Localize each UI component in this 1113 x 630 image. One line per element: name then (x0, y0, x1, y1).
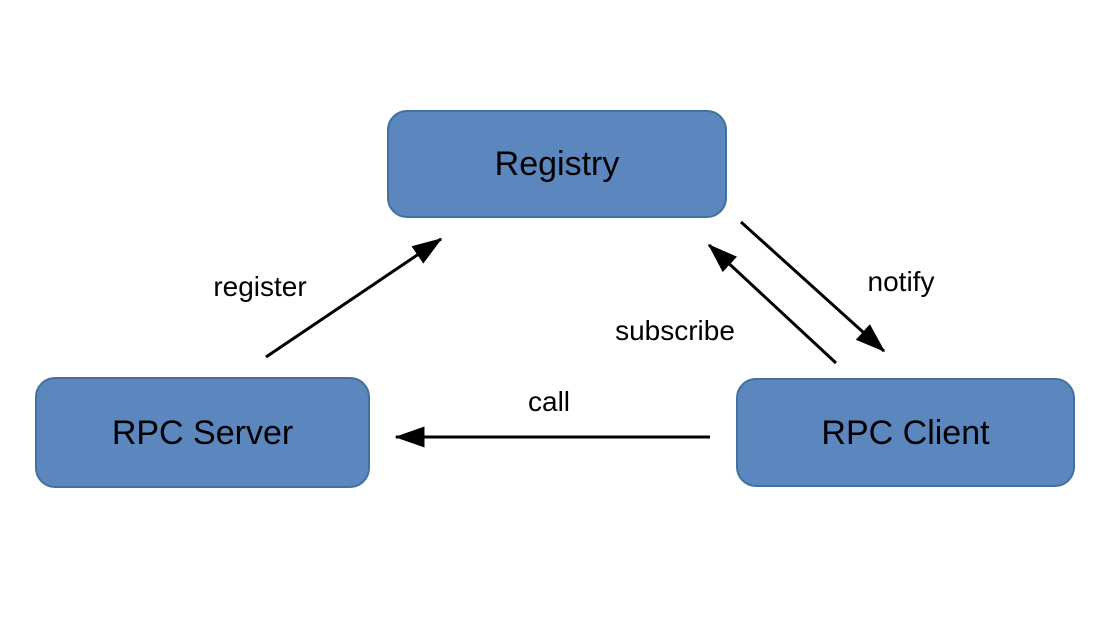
node-rpc-client: RPC Client (736, 378, 1075, 487)
edge-label-call: call (527, 386, 571, 417)
notify-arrow (739, 220, 886, 353)
edge-label-subscribe: subscribe (615, 315, 735, 346)
edge-label-register: register (213, 271, 307, 302)
node-registry-label: Registry (494, 145, 620, 183)
register-arrow (265, 237, 443, 359)
node-rpc-client-label: RPC Client (821, 413, 990, 452)
node-registry: Registry (387, 110, 727, 218)
node-rpc-server-label: RPC Server (111, 413, 294, 452)
edge-label-notify: notify (867, 266, 935, 297)
subscribe-arrow (707, 243, 838, 365)
node-rpc-server: RPC Server (35, 377, 370, 488)
